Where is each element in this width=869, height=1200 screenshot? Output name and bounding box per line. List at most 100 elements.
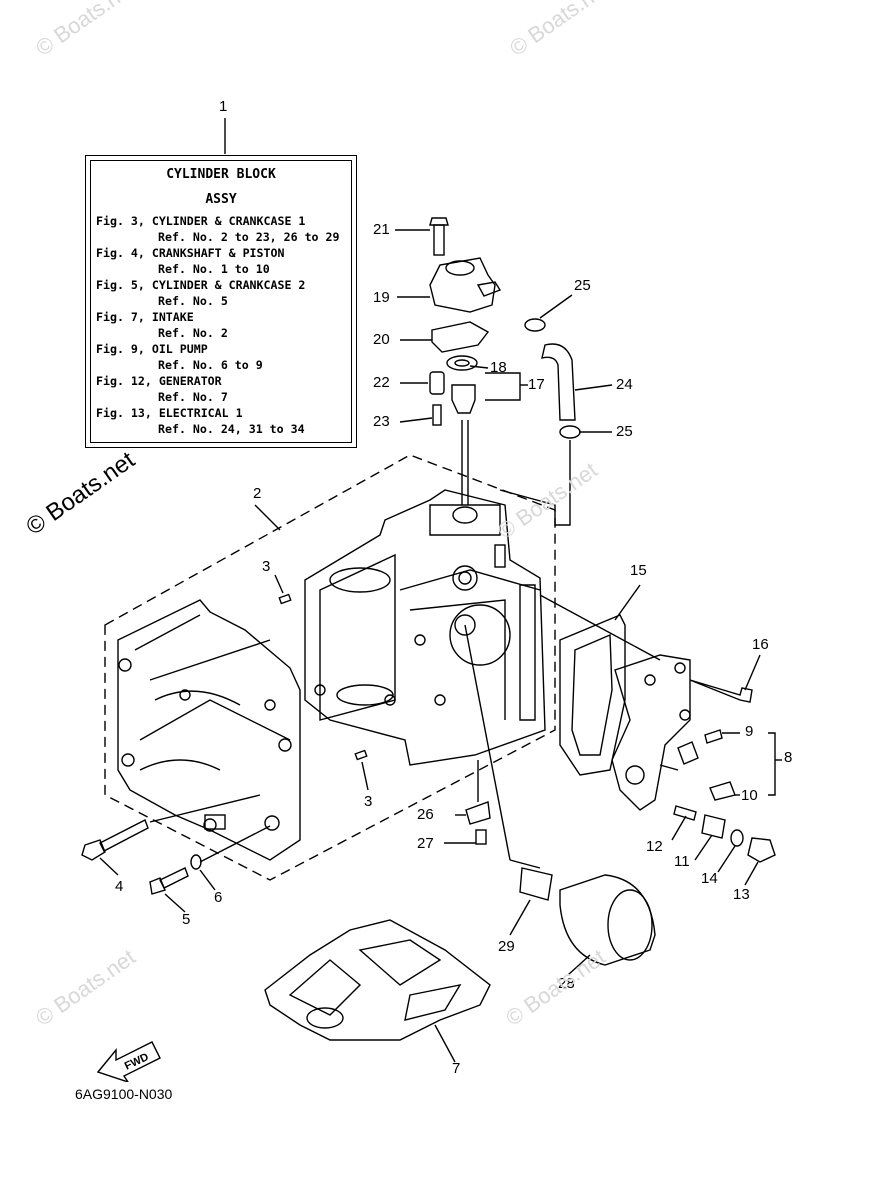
- callout-15: 15: [630, 562, 647, 579]
- grommet-22: [429, 371, 445, 395]
- box-line: Fig. 3, CYLINDER & CRANKCASE 1: [96, 214, 306, 228]
- callout-16: 16: [752, 636, 769, 653]
- callout-11: 11: [674, 853, 690, 870]
- callout-28: 28: [558, 975, 575, 992]
- fitting-29: [519, 867, 553, 901]
- box-line: Ref. No. 2 to 23, 26 to 29: [158, 230, 340, 244]
- hose-route: [499, 440, 571, 526]
- seal-18: [446, 355, 478, 371]
- leader-14: [717, 845, 736, 873]
- leader-7: [434, 1024, 456, 1063]
- callout-12: 12: [646, 838, 663, 855]
- leader-25a: [539, 294, 573, 319]
- callout-25: 25: [574, 277, 591, 294]
- leader-3b: [361, 761, 369, 791]
- elbow-10: [709, 781, 736, 801]
- box-line: Fig. 9, OIL PUMP: [96, 342, 208, 356]
- leader-24: [574, 384, 613, 391]
- callout-14: 14: [701, 870, 718, 887]
- callout-9: 9: [745, 723, 754, 740]
- callout-19: 19: [373, 289, 390, 306]
- leader-8-bracket: [768, 732, 776, 796]
- cylinder-block: [304, 489, 546, 766]
- leader-3a: [274, 574, 284, 594]
- screw-27: [475, 829, 487, 845]
- clip-25-upper: [524, 318, 546, 332]
- leader-28: [567, 954, 591, 976]
- callout-8: 8: [784, 749, 793, 766]
- thermostat-cover: [429, 217, 502, 313]
- callout-26: 26: [417, 806, 434, 823]
- callout-20: 20: [373, 331, 390, 348]
- box-title-2: ASSY: [205, 192, 237, 207]
- box-line: Ref. No. 2: [158, 326, 228, 340]
- dowel-pin-upper: [278, 593, 292, 605]
- bolt-16: [689, 679, 753, 703]
- gasket-7: [264, 919, 491, 1041]
- part-26: [465, 801, 491, 825]
- gasket-20: [431, 321, 490, 353]
- bolt-5: [159, 867, 189, 889]
- callout-7: 7: [452, 1060, 461, 1077]
- callout-25: 25: [616, 423, 633, 440]
- box-title-1: CYLINDER BLOCK: [166, 167, 276, 182]
- callout-3: 3: [364, 793, 373, 810]
- callout-18: 18: [490, 359, 507, 376]
- fitting-8: [677, 741, 699, 765]
- oil-filter-28: [559, 874, 656, 966]
- callout-17: 17: [528, 376, 545, 393]
- box-line: Fig. 7, INTAKE: [96, 310, 194, 324]
- leader-16: [744, 654, 761, 691]
- washer-6: [190, 854, 202, 870]
- box-line: Ref. No. 24, 31 to 34: [158, 422, 305, 436]
- hose-24: [541, 343, 576, 421]
- screw-9: [704, 729, 723, 744]
- callout-4: 4: [115, 878, 124, 895]
- cover-line: [539, 594, 661, 661]
- box-line: Ref. No. 7: [158, 390, 228, 404]
- leader-4: [99, 857, 119, 876]
- box-line: Ref. No. 5: [158, 294, 228, 308]
- callout-3: 3: [262, 558, 271, 575]
- box-line: Fig. 4, CRANKSHAFT & PISTON: [96, 246, 285, 260]
- clip-25-lower: [559, 425, 581, 439]
- leader-5: [164, 893, 186, 913]
- callout-27: 27: [417, 835, 434, 852]
- leader-17-bracket: [485, 372, 521, 401]
- leader-11: [694, 834, 713, 861]
- callout-29: 29: [498, 938, 515, 955]
- callout-13: 13: [733, 886, 750, 903]
- bolt-4-head: [81, 839, 106, 861]
- spacer-11: [701, 814, 726, 839]
- leader-23: [399, 417, 433, 423]
- bolt-12: [673, 805, 697, 821]
- callout-23: 23: [373, 413, 390, 430]
- callout-5: 5: [182, 911, 191, 928]
- callout-10: 10: [741, 787, 758, 804]
- oring-14: [730, 829, 744, 847]
- box-line: Fig. 13, ELECTRICAL 1: [96, 406, 243, 420]
- bolt-21: [433, 224, 445, 256]
- box-line: Ref. No. 1 to 10: [158, 262, 270, 276]
- leader-12: [671, 815, 687, 841]
- leader-13: [744, 861, 759, 886]
- leader-29: [509, 899, 531, 936]
- box-line: Fig. 5, CYLINDER & CRANKCASE 2: [96, 278, 306, 292]
- oil-line: [464, 624, 511, 861]
- callout-1: 1: [219, 98, 228, 115]
- callout-22: 22: [373, 374, 390, 391]
- leader-6: [199, 869, 216, 891]
- exhaust-cover: [611, 654, 691, 811]
- gasket-15: [559, 614, 626, 776]
- plug-13: [747, 837, 776, 863]
- box-line: Ref. No. 6 to 9: [158, 358, 263, 372]
- leader-15: [614, 584, 641, 621]
- thermostat-17: [451, 384, 476, 414]
- screw-23: [432, 404, 442, 426]
- reference-box: CYLINDER BLOCK ASSY Fig. 3, CYLINDER & C…: [85, 155, 357, 448]
- crankcase-half: [117, 599, 301, 861]
- diagram-code: 6AG9100-N030: [75, 1086, 173, 1102]
- callout-21: 21: [373, 221, 390, 238]
- callout-24: 24: [616, 376, 633, 393]
